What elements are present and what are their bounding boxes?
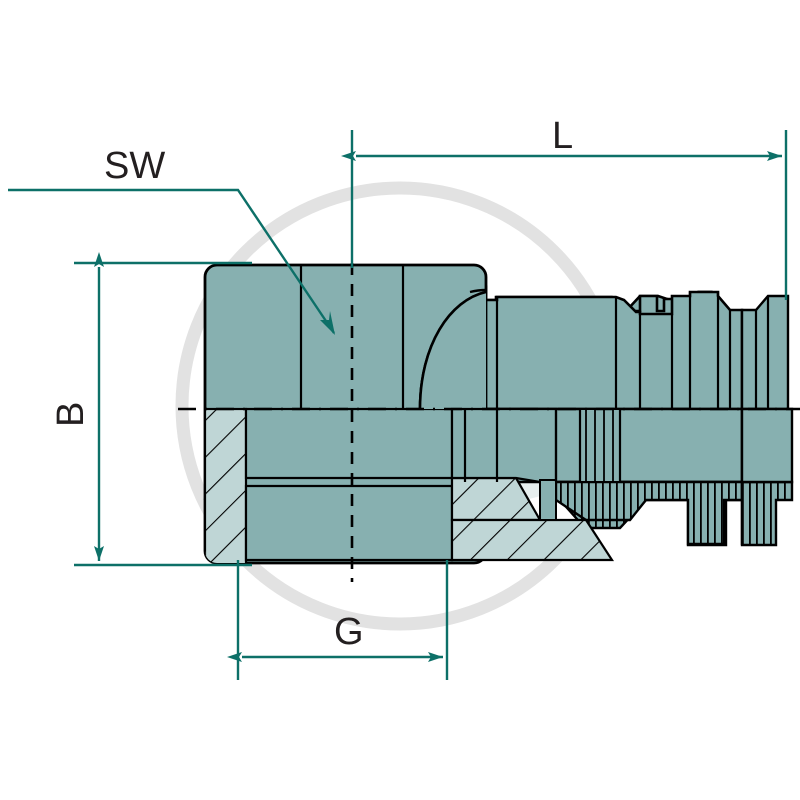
nut-section-hatch: [205, 407, 248, 563]
nut-to-body-fillet: [469, 288, 487, 294]
fillet-curve-2: [418, 290, 487, 410]
centerlines: [178, 263, 800, 582]
sleeve-step: [539, 479, 557, 521]
sleeve-block: [450, 407, 558, 484]
nut-bore-upper: [244, 407, 454, 480]
end-cap-seams: [754, 296, 770, 409]
dimension-layer: [8, 130, 788, 680]
dimension-labels: SW L B G: [50, 115, 573, 653]
end-cap-upper: [740, 294, 790, 411]
body-upper-final: [463, 290, 744, 411]
sleeve-thread-striations: [579, 408, 621, 483]
label-b: B: [50, 402, 92, 427]
nut-bore-lower: [244, 484, 454, 562]
ferrule-hatch-lower: [450, 518, 615, 562]
sw-leader-line: [8, 188, 335, 334]
sw-leader-arrowhead: [320, 311, 335, 335]
nut-face-seams: [299, 265, 405, 409]
label-l: L: [552, 115, 573, 157]
part-geometry: [203, 263, 794, 565]
body-upper-detail-lines: [495, 292, 732, 409]
fillet-fill: [420, 292, 486, 409]
label-sw: SW: [104, 145, 165, 187]
label-g: G: [334, 611, 364, 653]
end-cap-lower-band: [740, 407, 794, 484]
